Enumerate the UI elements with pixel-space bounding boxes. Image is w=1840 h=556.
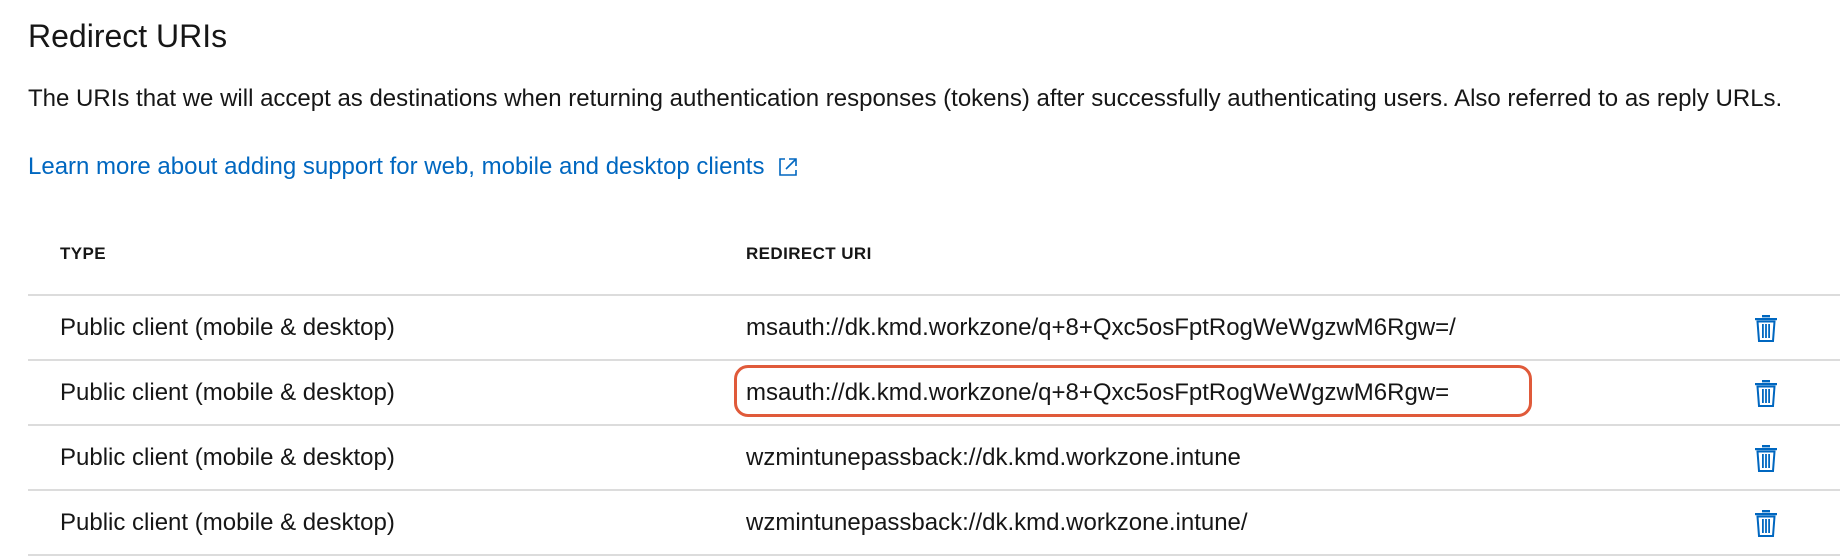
row-redirect-uri-cell[interactable]: msauth://dk.kmd.workzone/q+8+Qxc5osFptRo… [746, 379, 1450, 406]
delete-uri-button[interactable] [1752, 313, 1780, 343]
column-header-redirect-uri: REDIRECT URI [746, 244, 872, 263]
table-header: TYPE REDIRECT URI [28, 232, 1840, 296]
external-link-icon [779, 158, 798, 176]
row-redirect-uri-cell[interactable]: msauth://dk.kmd.workzone/q+8+Qxc5osFptRo… [746, 314, 1456, 341]
delete-uri-button[interactable] [1752, 443, 1780, 473]
redirect-uri-table: TYPE REDIRECT URI Public client (mobile … [28, 232, 1840, 556]
row-type-cell: Public client (mobile & desktop) [60, 314, 395, 341]
section-title: Redirect URIs [28, 18, 228, 54]
row-type-cell: Public client (mobile & desktop) [60, 509, 395, 536]
row-redirect-uri-cell[interactable]: wzmintunepassback://dk.kmd.workzone.intu… [746, 509, 1248, 536]
table-row: Public client (mobile & desktop) msauth:… [28, 296, 1840, 361]
table-row: Public client (mobile & desktop) msauth:… [28, 361, 1840, 426]
learn-more-link[interactable]: Learn more about adding support for web,… [28, 150, 800, 184]
trash-icon [1755, 380, 1777, 407]
row-type-cell: Public client (mobile & desktop) [60, 444, 395, 471]
column-header-type: TYPE [60, 244, 107, 263]
section-description: The URIs that we will accept as destinat… [28, 85, 1783, 112]
learn-more-link-text[interactable]: Learn more about adding support for web,… [28, 153, 765, 180]
highlight-outline [734, 365, 1532, 417]
row-redirect-uri-cell[interactable]: wzmintunepassback://dk.kmd.workzone.intu… [746, 444, 1241, 471]
delete-uri-button[interactable] [1752, 508, 1780, 538]
trash-icon [1755, 510, 1777, 537]
trash-icon [1755, 445, 1777, 472]
delete-uri-button[interactable] [1752, 378, 1780, 408]
trash-icon [1755, 315, 1777, 342]
row-type-cell: Public client (mobile & desktop) [60, 379, 395, 406]
table-row: Public client (mobile & desktop) wzmintu… [28, 426, 1840, 491]
table-row: Public client (mobile & desktop) wzmintu… [28, 491, 1840, 556]
